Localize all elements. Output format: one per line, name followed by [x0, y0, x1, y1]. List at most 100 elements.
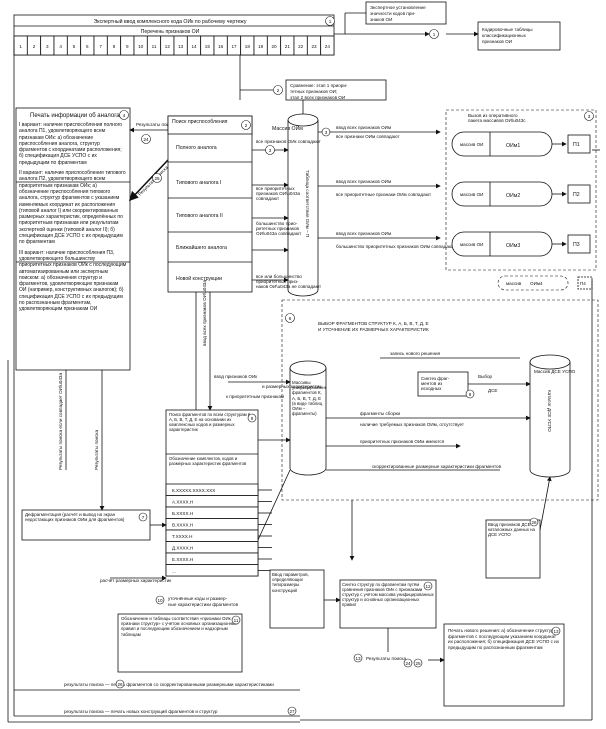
svg-text:26: 26 [531, 520, 537, 525]
feature-cell-number: 21 [285, 44, 291, 49]
fixture-box [567, 234, 591, 254]
oi4-row: массив ОИм4 П4 [497, 275, 593, 291]
svg-text:Результаты поиска: Результаты поиска [366, 656, 406, 661]
operative-package-panel: Вызов из оперативного пакета массивов ОИ… [445, 109, 597, 271]
designation-block: Обозначение и таблицы соответствия «приз… [117, 613, 243, 673]
fixture-box [567, 134, 591, 154]
feature-cell-number: 10 [138, 44, 144, 49]
svg-text:ные характеристики фрагментов: ные характеристики фрагментов [168, 602, 239, 607]
feature-cell-number: 24 [325, 44, 331, 49]
variant-2-text: II вариант: наличие приспособления типов… [19, 170, 126, 246]
feature-cell-number: 22 [298, 44, 304, 49]
svg-text:большинство приоритетных призн: большинство приоритетных признаков ОИм с… [336, 244, 455, 249]
svg-text:27: 27 [289, 709, 295, 714]
fragment-code: Е.ХХХХ.Н [172, 557, 193, 562]
fixture-label: П2 [573, 192, 580, 198]
svg-text:Выбор: Выбор [478, 374, 493, 379]
mass-label: массив ОИ [460, 142, 483, 147]
search-new: Новой конструкции [176, 275, 222, 282]
search-typical-2: Типового аналога II [176, 213, 223, 219]
fragment-code: В.ХХХХ.Н [172, 523, 193, 528]
feature-cell-number: 15 [205, 44, 211, 49]
feature-cell-number: 5 [73, 44, 76, 49]
feature-cell-number: 8 [113, 44, 116, 49]
fragment-array-text: Массивы унифицированных фрагментов К, А,… [292, 380, 326, 417]
features-title: Перечень признаков ОИ [141, 29, 200, 35]
svg-text:3: 3 [588, 114, 591, 119]
svg-text:11: 11 [234, 618, 239, 623]
print-new-block: Печать нового решения: а) обозначение ст… [428, 623, 565, 707]
svg-text:Результаты поиска: Результаты поиска [94, 430, 99, 470]
oi-label: ОИм3 [506, 243, 520, 249]
svg-text:скорректированные размерные ха: скорректированные размерные характеристи… [372, 464, 502, 469]
fragment-rows: К.ХХХХХ.ХХХХ.ХХХА.ХХХХ.НБ.ХХХХ.НВ.ХХХХ.Н… [165, 483, 272, 577]
feature-cell-number: 3 [46, 44, 49, 49]
connectors: ввод всех признаков ОИ\u043a Результаты … [58, 149, 600, 721]
svg-text:и размерных характеристик: и размерных характеристик [262, 384, 322, 389]
svg-text:7: 7 [142, 515, 145, 520]
feature-cell-number: 20 [271, 44, 277, 49]
svg-text:3: 3 [325, 130, 328, 135]
defrag-block: Дефрагментация (расчёт и вывод на экран … [21, 509, 167, 541]
main-mass-label: Массив ОИм [272, 126, 303, 132]
svg-text:наличие требуемых признаков ОИ: наличие требуемых признаков ОИм, отсутст… [360, 422, 465, 427]
variant-3-text: III вариант: наличие приспособления П3, … [19, 249, 127, 313]
svg-text:24: 24 [405, 661, 411, 666]
fragment-code: Т.ХХХХ.Н [172, 534, 192, 539]
svg-text:Вызов из оперативного па: Вызов из оперативного пакета массивов ОИ… [468, 113, 526, 123]
oi-label: ОИм1 [506, 143, 520, 149]
svg-text:Сравнение: этап 1 приори-: Сравнение: этап 1 приори- тетных признак… [290, 83, 349, 100]
mass-label: массив ОИ [460, 192, 483, 197]
feature-cell-number: 19 [258, 44, 264, 49]
feature-cell [320, 35, 335, 56]
coding-tables: Кодировочные таблицы классификационных п… [334, 12, 561, 51]
main-cylinder-side: Таблица соответствия ОИм – П [305, 170, 310, 237]
feature-cell-number: 11 [152, 44, 157, 49]
fragment-list: Поиск фрагментов по всем структурам К, А… [165, 409, 272, 577]
feature-cell-number: 4 [59, 44, 62, 49]
bottom-results: результаты поиска — печать фрагментов со… [7, 40, 300, 723]
svg-text:4: 4 [123, 113, 126, 118]
svg-text:24: 24 [143, 137, 149, 142]
svg-text:9: 9 [251, 416, 254, 421]
fragment-code: А.ХХХХ.Н [172, 500, 193, 505]
svg-text:П4: П4 [580, 281, 586, 286]
dse-input-note: Ввод признаков ДСЕ и каталожных данных н… [485, 476, 552, 579]
feature-cell-number: 12 [165, 44, 171, 49]
svg-text:2: 2 [245, 123, 248, 128]
right-mass-rows: массив ОИ ОИм1 П1 массив ОИ ОИм2 П2 массив ОИ О… [451, 131, 591, 257]
search-full-analog: Полного аналога [176, 145, 217, 151]
svg-text:25: 25 [415, 661, 421, 666]
svg-text:25: 25 [154, 176, 160, 181]
fragment-code: Д.ХХХХ.Н [172, 546, 193, 551]
feature-cell-number: 17 [231, 44, 237, 49]
feature-cell-number: 9 [126, 44, 129, 49]
svg-text:3: 3 [269, 148, 272, 153]
fragment-code: К.ХХХХХ.ХХХХ.ХХХ [172, 488, 215, 493]
fragment-selection-title: ВЫБОР ФРАГМЕНТОВ СТРУКТУР К, А, Б, В, Т,… [318, 321, 430, 332]
svg-text:к приоритетным признакам: к приоритетным признакам [226, 394, 284, 399]
svg-text:результаты поиска — печать фра: результаты поиска — печать фрагментов со… [64, 682, 274, 687]
svg-text:расчёт размерных характеристик: расчёт размерных характеристик [100, 578, 172, 583]
feature-cell-number: 6 [86, 44, 89, 49]
search-column: Поиск приспособления 2 Полного аналога Т… [167, 115, 253, 293]
svg-text:результаты поиска — печать нов: результаты поиска — печать новых констру… [64, 708, 218, 714]
svg-text:ОИм4: ОИм4 [530, 281, 543, 286]
svg-text:ввод всех признаков ОИм: ввод всех признаков ОИм [336, 231, 391, 236]
mass-label: массив ОИ [460, 242, 483, 247]
svg-text:13: 13 [355, 656, 361, 661]
svg-text:массив: массив [506, 281, 522, 286]
feature-cell-number: 18 [245, 44, 251, 49]
svg-text:Кодировочные таблицы кла: Кодировочные таблицы классификационных п… [482, 27, 534, 44]
adjust-line: расчёт размерных характеристик 10 уточнё… [100, 575, 239, 607]
print-analogs-title: Печать информации об аналогах [30, 113, 123, 119]
svg-text:Синтез фраг- ментов из: Синтез фраг- ментов из исходных [421, 376, 451, 391]
top-input-block: Экспертный ввод комплексного кода ОИк по… [13, 14, 335, 56]
search-title: Поиск приспособления [172, 119, 228, 125]
svg-text:все признаки ОИм совпадают: все признаки ОИм совпадают [336, 134, 400, 139]
oi-label: ОИм2 [506, 193, 520, 199]
fixture-label: П1 [573, 142, 580, 148]
search-typical-1: Типового аналога I [176, 180, 221, 186]
